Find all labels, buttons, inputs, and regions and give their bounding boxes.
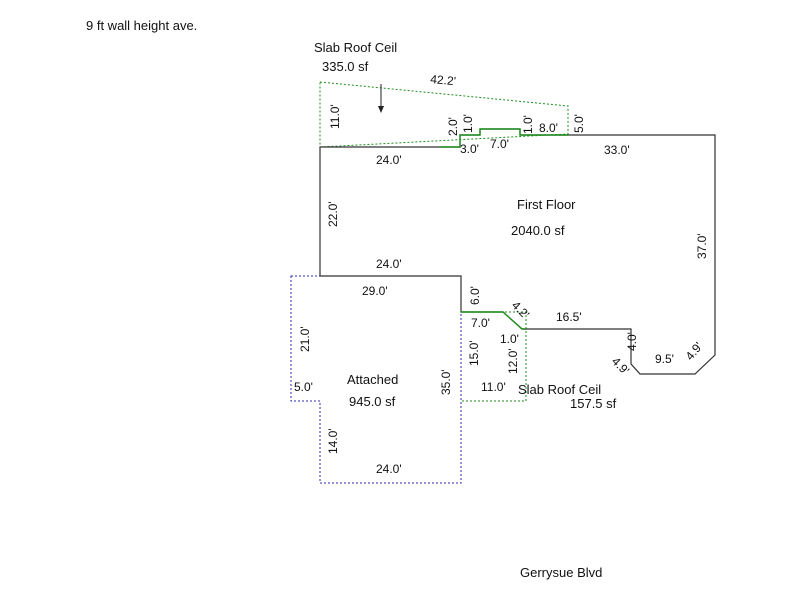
attached-size: 945.0 sf (349, 394, 396, 409)
dim-step-1a: 1.0' (461, 114, 475, 133)
dim-att-right-35: 35.0' (439, 369, 453, 395)
slab-edge-top (440, 128, 568, 148)
dim-bev-bottom: 9.5' (655, 352, 674, 366)
dim-bev-right: 4.9' (683, 339, 706, 363)
dim-slab2-right-12: 12.0' (506, 348, 520, 374)
dim-slab-top-right: 5.0' (572, 114, 586, 133)
dim-ledge-7: 7.0' (471, 316, 490, 330)
dim-att-left-14: 14.0' (326, 428, 340, 454)
dim-att-left-21: 21.0' (298, 326, 312, 352)
dim-slab-diag: 42.2' (430, 72, 457, 88)
dim-att-top-29: 29.0' (362, 284, 388, 298)
dim-slab2-left-15: 15.0' (467, 340, 481, 366)
street-label: Gerrysue Blvd (520, 565, 602, 580)
dim-bev-left: 4.9' (609, 354, 632, 377)
dim-small-1: 1.0' (500, 332, 519, 346)
dim-top-33: 33.0' (604, 143, 630, 157)
dim-step-2: 2.0' (446, 117, 460, 136)
dim-drop-4: 4.0' (625, 332, 639, 351)
dim-right-37: 37.0' (695, 233, 709, 259)
first-floor-size: 2040.0 sf (511, 223, 565, 238)
slab-top-label: Slab Roof Ceil (314, 40, 397, 55)
dim-ledge-8: 8.0' (539, 121, 558, 135)
dim-slab2-bottom-11: 11.0' (481, 380, 506, 394)
slab-arrow-head (378, 106, 384, 113)
dim-mid-24: 24.0' (376, 257, 402, 271)
dim-jog-6: 6.0' (468, 286, 482, 305)
wall-height-note: 9 ft wall height ave. (86, 18, 197, 33)
dim-step-1b: 1.0' (521, 115, 535, 134)
slab-top-size: 335.0 sf (322, 59, 369, 74)
attached-label: Attached (347, 372, 398, 387)
dim-bump-7: 7.0' (490, 137, 509, 151)
dim-top-24: 24.0' (376, 153, 402, 167)
slab-bottom-label: Slab Roof Ceil (518, 382, 601, 397)
dim-left-22: 22.0' (326, 201, 340, 227)
dim-att-notch-5: 5.0' (294, 380, 313, 394)
slab-edge-bottom (461, 311, 526, 330)
slab-roof-top-outline (319, 81, 569, 148)
dim-slab-top-left: 11.0' (328, 104, 342, 129)
dim-diag-4-2: 4.2' (509, 298, 532, 321)
dim-att-bottom-24: 24.0' (376, 462, 402, 476)
dim-run-16-5: 16.5' (556, 310, 582, 324)
dim-jog-3: 3.0' (460, 142, 479, 156)
slab-bottom-size: 157.5 sf (570, 396, 617, 411)
first-floor-label: First Floor (517, 197, 576, 212)
